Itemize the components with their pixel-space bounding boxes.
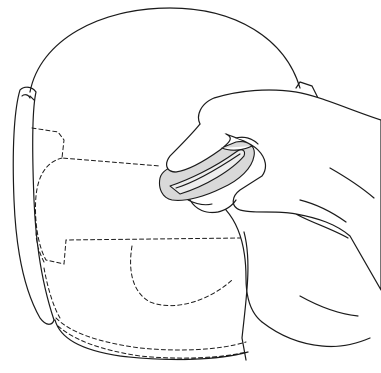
helmet-cleaning-illustration (0, 0, 381, 373)
illustration-canvas (0, 0, 381, 373)
